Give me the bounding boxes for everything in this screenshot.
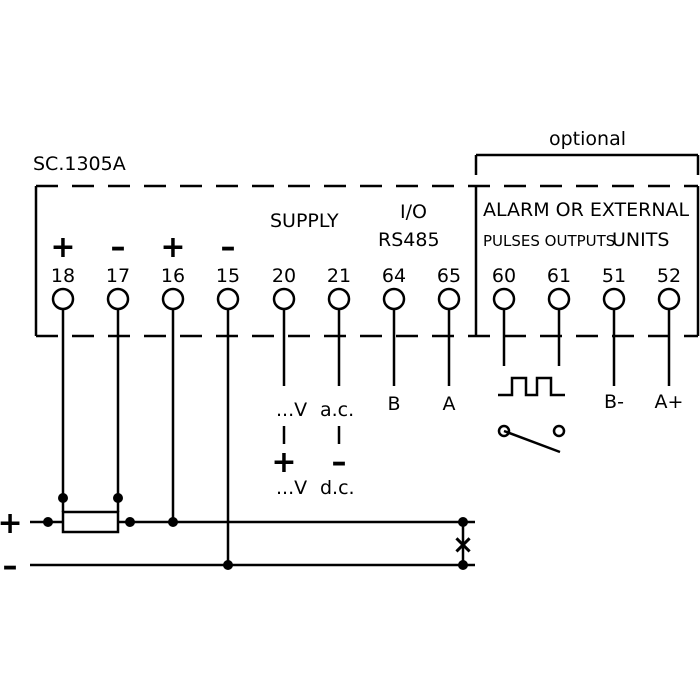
terminal-21 [327, 287, 351, 311]
supply-ac-voltage: ...V [276, 399, 307, 421]
supply-dc-plus: + [271, 445, 296, 480]
model-label: SC.1305A [33, 153, 126, 175]
rail-minus-label: – [3, 549, 18, 584]
terminal-16 [161, 287, 185, 311]
terminal-64 [382, 287, 406, 311]
terminal-18-label: 18 [51, 265, 75, 287]
terminal-16-label: 16 [161, 265, 185, 287]
pulse-waveform-icon [498, 376, 565, 397]
pulses-label: PULSES OUTPUTS [483, 232, 615, 250]
terminal-18 [51, 287, 75, 311]
terminal-52-label: 52 [657, 265, 681, 287]
junction-dots [43, 493, 468, 570]
polarity-15: – [221, 230, 236, 265]
units-a-label: A+ [655, 391, 684, 413]
io-label: I/O [400, 201, 427, 223]
units-b-label: B- [604, 391, 624, 413]
terminal-60 [492, 287, 516, 311]
rs485-label: RS485 [378, 229, 440, 251]
terminal-65 [437, 287, 461, 311]
cross-mark-icon: × [452, 530, 474, 560]
rs485-a-label: A [443, 393, 456, 415]
optional-bracket [474, 153, 700, 175]
terminal-15-label: 15 [216, 265, 240, 287]
polarity-18: + [50, 230, 75, 265]
supply-dc-voltage: ...V [276, 477, 307, 499]
device-enclosure [34, 184, 700, 338]
fuse-icon [61, 510, 120, 534]
terminal-15 [216, 287, 240, 311]
terminal-20-label: 20 [272, 265, 296, 287]
terminal-17-label: 17 [106, 265, 130, 287]
rs485-b-label: B [387, 393, 400, 415]
units-label: UNITS [612, 229, 669, 251]
terminal-17 [106, 287, 130, 311]
polarity-16: + [160, 230, 185, 265]
terminal-51 [602, 287, 626, 311]
supply-dc-type: d.c. [320, 477, 355, 499]
polarity-17: – [111, 230, 126, 265]
terminal-65-label: 65 [437, 265, 461, 287]
terminal-60-label: 60 [492, 265, 516, 287]
supply-ac-type: a.c. [320, 399, 354, 421]
relay-switch-icon [497, 424, 566, 454]
terminal-61 [547, 287, 571, 311]
supply-label: SUPPLY [270, 210, 339, 232]
optional-label: optional [549, 128, 626, 150]
terminal-51-label: 51 [602, 265, 626, 287]
alarm-label: ALARM OR EXTERNAL [483, 199, 690, 221]
terminal-52 [657, 287, 681, 311]
power-rails [30, 520, 475, 567]
terminal-wires [61, 309, 671, 565]
supply-dc-minus: – [332, 445, 347, 480]
terminal-61-label: 61 [547, 265, 571, 287]
terminal-21-label: 21 [327, 265, 351, 287]
rail-plus-label: + [0, 506, 23, 541]
terminal-20 [272, 287, 296, 311]
terminal-64-label: 64 [382, 265, 406, 287]
